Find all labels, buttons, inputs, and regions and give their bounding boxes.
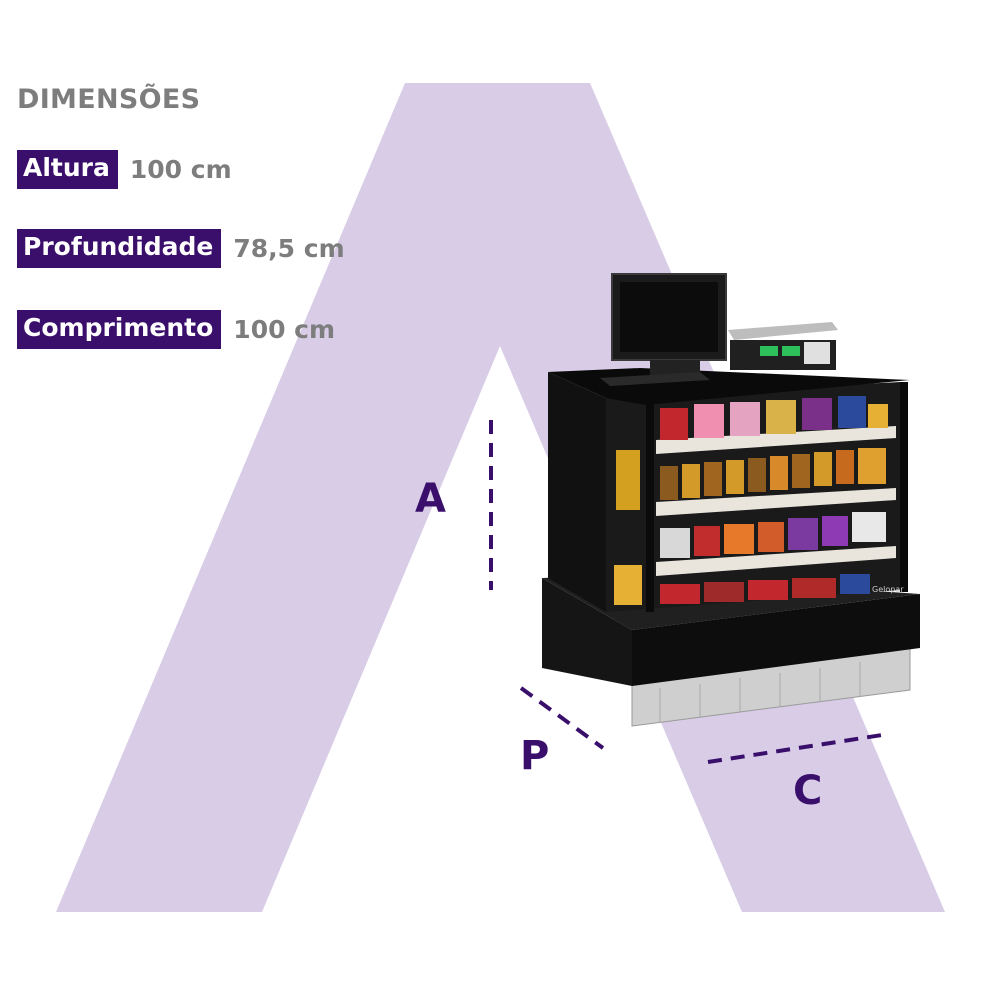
products-row-1 [660, 396, 888, 440]
side-wall [548, 372, 606, 612]
base-front [632, 594, 920, 686]
axis-label-a: A [415, 476, 446, 522]
brand-mark: Gelopar [872, 585, 904, 594]
products-row-3 [660, 512, 886, 558]
dimension-value-profundidade: 78,5 cm [233, 234, 345, 263]
axis-label-c: C [793, 768, 823, 814]
dimension-label-comprimento: Comprimento [17, 310, 222, 349]
base-side [542, 578, 632, 686]
dimension-row-altura: Altura 100 cm [17, 150, 232, 189]
products-row-2 [660, 448, 886, 500]
products-row-4 [660, 574, 870, 604]
dimension-label-altura: Altura [17, 150, 118, 189]
dimension-label-profundidade: Profundidade [17, 229, 222, 268]
axis-label-p: P [520, 733, 550, 779]
page-title: DIMENSÕES [17, 84, 201, 115]
shelf-3 [656, 546, 896, 576]
shelf-2 [656, 488, 896, 516]
shelf-1 [656, 426, 896, 454]
dimension-row-profundidade: Profundidade 78,5 cm [17, 229, 345, 268]
product-display-counter-image: Gelopar [542, 273, 920, 727]
dimension-row-comprimento: Comprimento 100 cm [17, 310, 335, 349]
monitor [600, 273, 727, 386]
dimension-value-altura: 100 cm [129, 155, 232, 184]
dimension-value-comprimento: 100 cm [233, 315, 336, 344]
scale [728, 322, 838, 370]
